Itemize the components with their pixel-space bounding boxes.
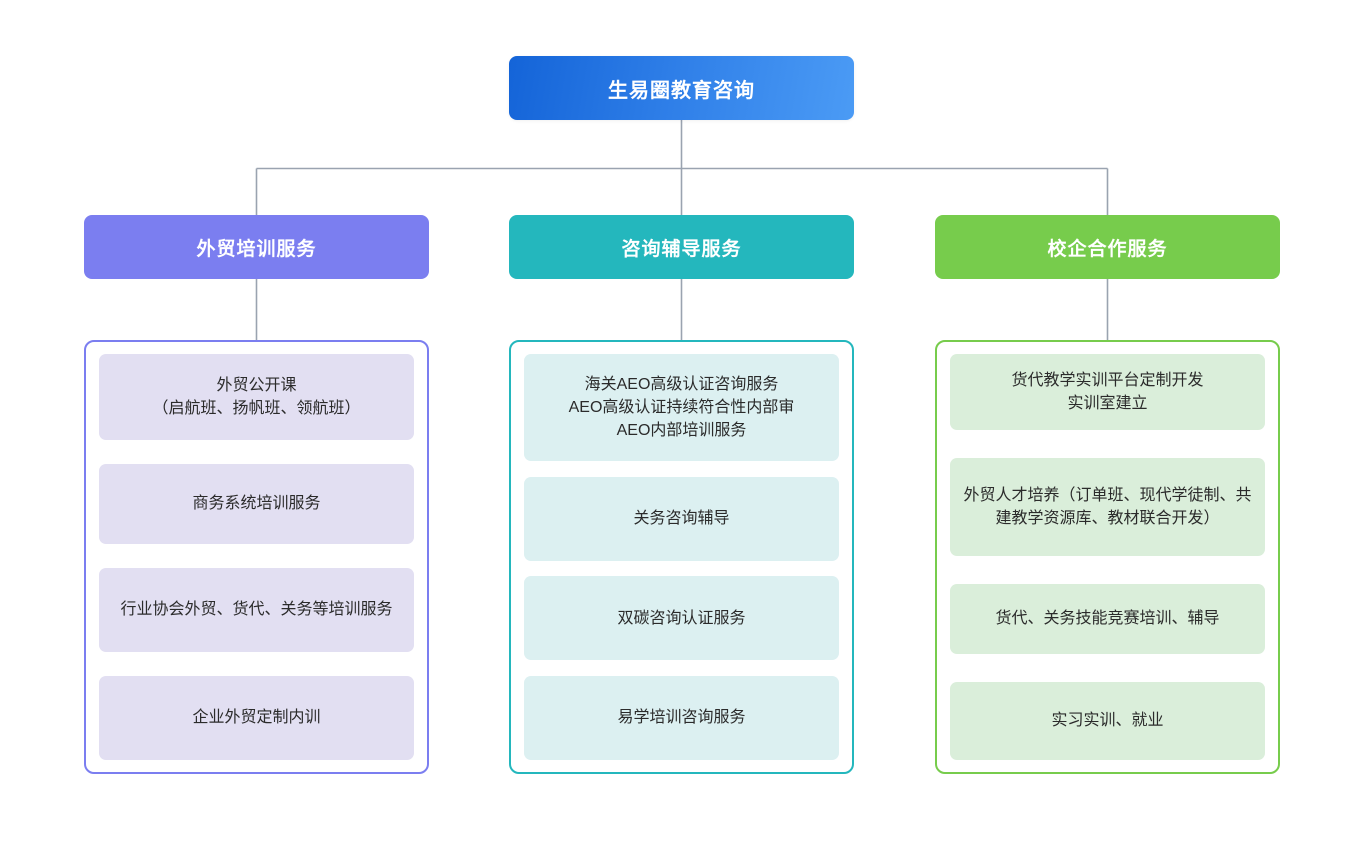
items-container-zixun-fudao: 海关AEO高级认证咨询服务 AEO高级认证持续符合性内部审 AEO内部培训服务 … (509, 340, 854, 774)
category-header-label: 咨询辅导服务 (621, 238, 742, 260)
branch-column-xiaoqi-hezuo: 校企合作服务 货代教学实训平台定制开发 实训室建立 外贸人才培养（订单班、现代学… (935, 215, 1280, 774)
leaf-item[interactable]: 关务咨询辅导 (524, 476, 839, 561)
leaf-item[interactable]: 行业协会外贸、货代、关务等培训服务 (99, 568, 414, 652)
leaf-item[interactable]: 企业外贸定制内训 (99, 676, 414, 760)
branch-column-zixun-fudao: 咨询辅导服务 海关AEO高级认证咨询服务 AEO高级认证持续符合性内部审 AEO… (509, 215, 854, 774)
items-container-waimao-peixun: 外贸公开课 （启航班、扬帆班、领航班） 商务系统培训服务 行业协会外贸、货代、关… (84, 340, 429, 774)
leaf-item[interactable]: 货代教学实训平台定制开发 实训室建立 (950, 354, 1265, 430)
category-header-zixun-fudao[interactable]: 咨询辅导服务 (509, 215, 854, 279)
category-header-label: 校企合作服务 (1047, 238, 1168, 260)
items-container-xiaoqi-hezuo: 货代教学实训平台定制开发 实训室建立 外贸人才培养（订单班、现代学徒制、共建教学… (935, 340, 1280, 774)
category-header-label: 外贸培训服务 (196, 238, 317, 260)
leaf-item[interactable]: 货代、关务技能竞赛培训、辅导 (950, 584, 1265, 654)
leaf-item[interactable]: 商务系统培训服务 (99, 464, 414, 544)
leaf-item[interactable]: 实习实训、就业 (950, 682, 1265, 760)
category-header-waimao-peixun[interactable]: 外贸培训服务 (84, 215, 429, 279)
leaf-item[interactable]: 外贸公开课 （启航班、扬帆班、领航班） (99, 354, 414, 440)
leaf-item[interactable]: 外贸人才培养（订单班、现代学徒制、共建教学资源库、教材联合开发） (950, 458, 1265, 556)
root-node-label: 生易圈教育咨询 (608, 79, 755, 102)
root-node[interactable]: 生易圈教育咨询 (509, 56, 854, 120)
leaf-item[interactable]: 易学培训咨询服务 (524, 675, 839, 760)
leaf-item[interactable]: 海关AEO高级认证咨询服务 AEO高级认证持续符合性内部审 AEO内部培训服务 (524, 354, 839, 461)
branch-column-waimao-peixun: 外贸培训服务 外贸公开课 （启航班、扬帆班、领航班） 商务系统培训服务 行业协会… (84, 215, 429, 774)
category-header-xiaoqi-hezuo[interactable]: 校企合作服务 (935, 215, 1280, 279)
leaf-item[interactable]: 双碳咨询认证服务 (524, 576, 839, 661)
